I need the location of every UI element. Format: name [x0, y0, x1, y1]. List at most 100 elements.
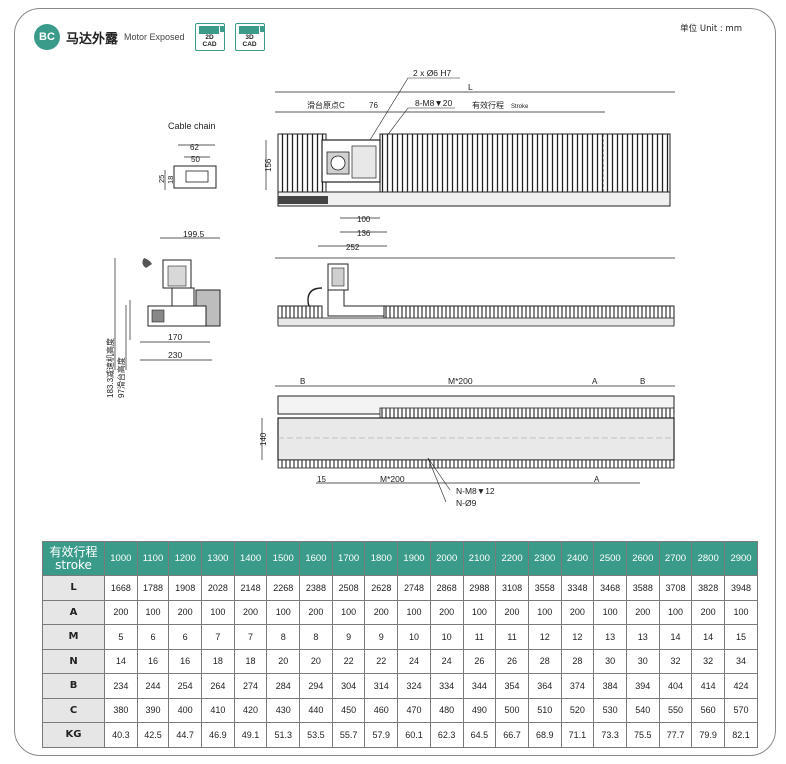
- table-cell: 7: [201, 624, 235, 650]
- stroke-col-header: 1600: [299, 541, 333, 576]
- cable-chain-view: Cable chain 62 50 25 18: [157, 121, 217, 190]
- row-label: N: [42, 648, 105, 674]
- table-cell: 2148: [233, 575, 268, 601]
- table-cell: 77.7: [658, 722, 693, 748]
- table-cell: 14: [691, 624, 726, 650]
- table-cell: 200: [299, 599, 333, 625]
- stroke-col-header: 1400: [233, 541, 268, 576]
- stroke-col-header: 2800: [691, 541, 726, 576]
- table-cell: 200: [233, 599, 268, 625]
- table-cell: 9: [364, 624, 399, 650]
- title-cn: 马达外露: [66, 31, 119, 47]
- table-cell: 40.3: [104, 722, 138, 748]
- table-cell: 12: [560, 624, 595, 650]
- table-cell: 3588: [625, 575, 660, 601]
- table-cell: 22: [364, 648, 399, 674]
- table-cell: 400: [168, 697, 203, 723]
- bc-badge: BC: [34, 24, 60, 50]
- table-cell: 2508: [331, 575, 366, 601]
- table-cell: 18: [233, 648, 268, 674]
- dim-252: 252: [346, 243, 360, 252]
- stroke-col-header: 2600: [625, 541, 660, 576]
- table-cell: 234: [104, 673, 138, 699]
- table-cell: 3108: [495, 575, 529, 601]
- table-cell: 16: [168, 648, 203, 674]
- dim-50: 50: [191, 155, 200, 164]
- table-cell: 15: [724, 624, 758, 650]
- table-cell: 2868: [429, 575, 464, 601]
- table-cell: 28: [527, 648, 562, 674]
- table-cell: 5: [104, 624, 138, 650]
- dim-97: 97滑台高度: [116, 357, 126, 398]
- table-cell: 2268: [266, 575, 301, 601]
- row-label: L: [42, 575, 105, 601]
- table-cell: 3948: [724, 575, 758, 601]
- dim-M200-bottom: M*200: [380, 474, 405, 484]
- table-cell: 30: [625, 648, 660, 674]
- table-cell: 16: [136, 648, 170, 674]
- table-cell: 100: [331, 599, 366, 625]
- table-cell: 254: [168, 673, 203, 699]
- table-cell: 364: [527, 673, 562, 699]
- dim-183: 183.3减速机高度: [105, 338, 115, 398]
- table-cell: 560: [691, 697, 726, 723]
- table-cell: 414: [691, 673, 726, 699]
- stroke-col-header: 1500: [266, 541, 301, 576]
- table-cell: 380: [104, 697, 138, 723]
- table-cell: 73.3: [593, 722, 627, 748]
- stroke-col-header: 1700: [331, 541, 366, 576]
- table-cell: 100: [397, 599, 431, 625]
- table-cell: 3708: [658, 575, 693, 601]
- table-cell: 11: [495, 624, 529, 650]
- table-cell: 20: [266, 648, 301, 674]
- motor-side-view: 199.5 170 230 183.3减速机高度 97滑台高度: [105, 229, 221, 398]
- dim-230: 230: [168, 350, 182, 360]
- table-cell: 430: [266, 697, 301, 723]
- table-cell: 2388: [299, 575, 333, 601]
- table-cell: 490: [462, 697, 497, 723]
- dim-100: 100: [357, 215, 371, 224]
- origin-label: 滑台原点C: [307, 100, 345, 110]
- table-cell: 100: [593, 599, 627, 625]
- table-cell: 10: [397, 624, 431, 650]
- table-cell: 500: [495, 697, 529, 723]
- table-cell: 1788: [136, 575, 170, 601]
- table-cell: 540: [625, 697, 660, 723]
- table-cell: 410: [201, 697, 235, 723]
- table-cell: 46.9: [201, 722, 235, 748]
- table-cell: 51.3: [266, 722, 301, 748]
- table-cell: 334: [429, 673, 464, 699]
- dim-A-bottom: A: [594, 475, 600, 484]
- dim-76: 76: [369, 101, 378, 110]
- table-cell: 2748: [397, 575, 431, 601]
- stroke-col-header: 1000: [104, 541, 138, 576]
- table-cell: 530: [593, 697, 627, 723]
- top-view: L 滑台原点C 76 有效行程 Stroke 2 x Ø6 H7 8-M8▼20…: [264, 68, 675, 259]
- table-cell: 11: [462, 624, 497, 650]
- table-cell: 200: [495, 599, 529, 625]
- table-cell: 57.9: [364, 722, 399, 748]
- table-cell: 82.1: [724, 722, 758, 748]
- stroke-col-header: 2500: [593, 541, 627, 576]
- dim-170: 170: [168, 332, 182, 342]
- row-label: KG: [42, 722, 105, 748]
- table-cell: 2628: [364, 575, 399, 601]
- unit-label: 单位 Unit : mm: [680, 24, 742, 34]
- table-cell: 14: [658, 624, 693, 650]
- table-cell: 24: [397, 648, 431, 674]
- table-cell: 460: [364, 697, 399, 723]
- table-cell: 3828: [691, 575, 726, 601]
- stroke-col-header: 1100: [136, 541, 170, 576]
- dim-15: 15: [317, 475, 326, 484]
- stroke-col-header: 2400: [560, 541, 595, 576]
- stroke-col-header: 1800: [364, 541, 399, 576]
- cable-chain-label: Cable chain: [168, 121, 216, 131]
- table-cell: 420: [233, 697, 268, 723]
